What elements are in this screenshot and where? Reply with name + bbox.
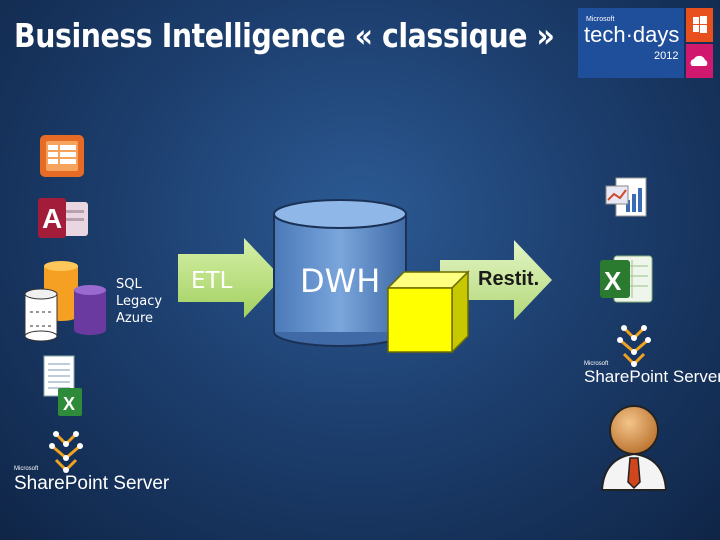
access-icon: A xyxy=(36,196,92,242)
source-label-sql: SQL xyxy=(116,277,142,292)
report-chart-icon xyxy=(604,176,650,220)
sharepoint-icon xyxy=(612,322,656,370)
windows-icon xyxy=(686,8,713,42)
sharepoint-brand-left: Microsoft xyxy=(14,466,39,472)
sharepoint-wordmark-left: SharePoint Server xyxy=(14,473,169,495)
spreadsheet-excel-icon: X xyxy=(40,352,86,422)
dwh-label: DWH xyxy=(300,262,381,300)
svg-text:X: X xyxy=(604,266,622,296)
source-labels: SQL Legacy Azure xyxy=(116,276,162,327)
excel-icon: X xyxy=(598,250,656,308)
user-icon xyxy=(598,402,670,492)
sharepoint-suffix-right: Server xyxy=(672,367,720,386)
svg-text:A: A xyxy=(42,203,62,234)
olap-cube xyxy=(384,264,474,356)
restitution-label: Restit. xyxy=(478,268,540,290)
logo-name: tech·days xyxy=(584,22,680,47)
report-form-icon xyxy=(38,133,86,179)
logo-brand-small: Microsoft xyxy=(586,16,615,23)
database-cylinder-icons xyxy=(22,260,112,342)
source-label-legacy: Legacy xyxy=(116,294,163,309)
cloud-icon xyxy=(686,44,713,78)
sharepoint-suffix-left: Server xyxy=(113,473,170,494)
sharepoint-name-right: SharePoint xyxy=(584,367,669,386)
sharepoint-icon xyxy=(44,428,88,476)
etl-arrow xyxy=(176,236,286,320)
sharepoint-brand-right: Microsoft xyxy=(584,361,609,367)
etl-label: ETL xyxy=(191,268,233,294)
source-label-azure: Azure xyxy=(116,311,154,326)
techdays-logo: Microsoft tech·days 2012 xyxy=(578,8,713,78)
slide-title: Business Intelligence « classique » xyxy=(14,16,555,55)
sharepoint-name-left: SharePoint xyxy=(14,473,109,494)
logo-year: 2012 xyxy=(654,50,679,62)
sharepoint-wordmark-right: SharePoint Server xyxy=(584,367,720,387)
svg-text:X: X xyxy=(63,394,75,414)
